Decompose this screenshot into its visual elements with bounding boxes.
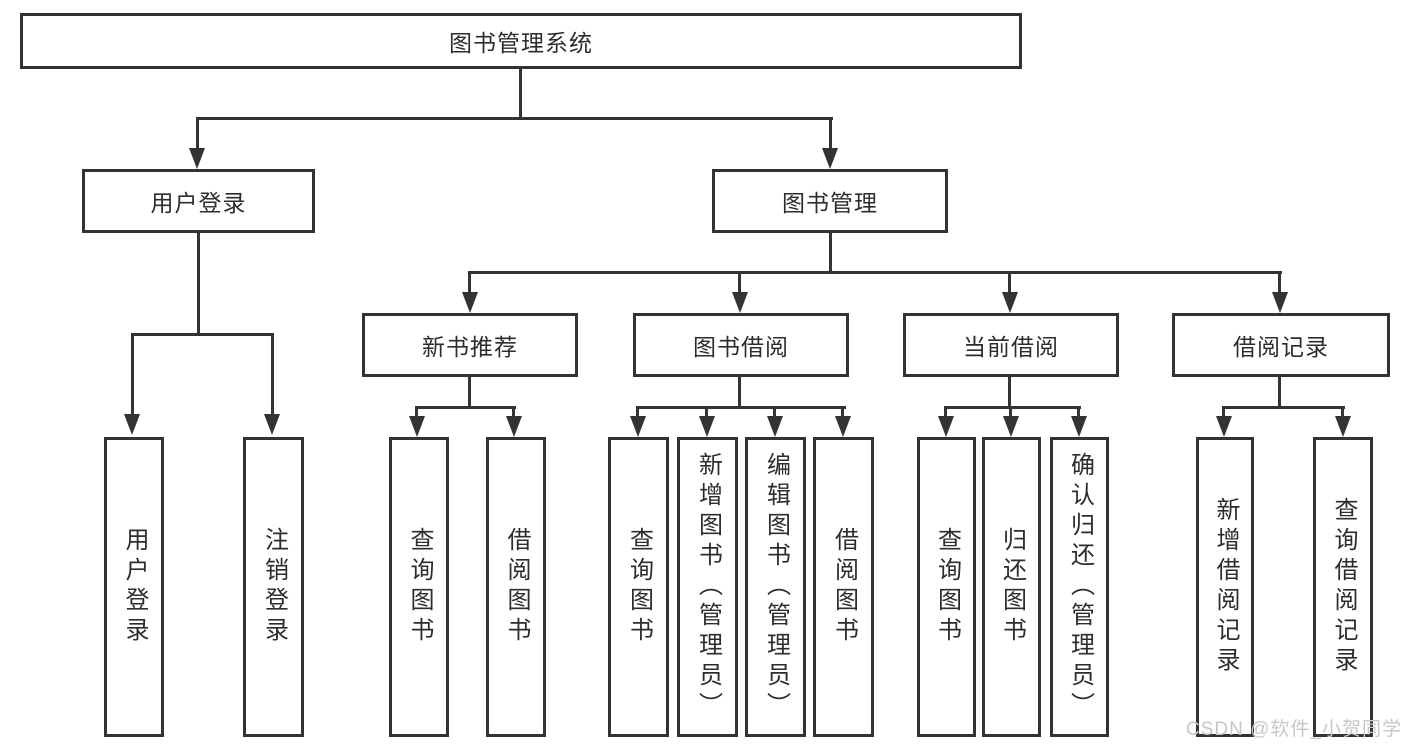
arrow-down-icon [1071,416,1087,437]
connector-drop-current-borrow [1008,271,1011,293]
leaf-current-return-book: 归还图书 [982,437,1041,737]
leaf-borrow-query-book-label: 查询图书 [625,527,653,647]
csdn-watermark: CSDN @软件_小贺同学 [1186,719,1402,740]
node-book-management: 图书管理 [712,169,948,233]
leaf-current-return-book-label: 归还图书 [998,527,1026,647]
arrow-down-icon [462,292,478,313]
node-root-label: 图书管理系统 [449,30,593,56]
leaf-borrow-add-book-admin-label: 新增图书（管理员） [694,452,722,722]
connector-drop [1077,406,1080,417]
leaf-newbook-query-book: 查询图书 [389,437,449,737]
node-current-borrow-label: 当前借阅 [963,334,1059,360]
connector-borrow-record-stem [1278,377,1281,409]
leaf-current-query-book-label: 查询图书 [933,527,961,647]
arrow-down-icon [767,416,783,437]
arrow-down-icon [822,148,838,169]
arrow-down-icon [409,416,425,437]
connector-book-borrow-stem [738,377,741,409]
connector-drop-user-login [196,117,199,150]
leaf-borrow-borrow-book-label: 借阅图书 [830,527,858,647]
node-user-login: 用户登录 [82,169,315,233]
node-current-borrow: 当前借阅 [903,313,1119,377]
leaf-user-login: 用户登录 [104,437,164,737]
connector-drop [773,406,776,417]
connector-user-login-rail [131,333,274,336]
leaf-record-add-record: 新增借阅记录 [1196,437,1254,737]
connector-drop [1222,406,1225,417]
connector-drop-new-book [468,271,471,293]
arrow-down-icon [835,416,851,437]
leaf-logout: 注销登录 [243,437,304,737]
node-book-management-label: 图书管理 [782,190,878,216]
arrow-down-icon [699,416,715,437]
arrow-down-icon [1216,416,1232,437]
leaf-current-query-book: 查询图书 [917,437,976,737]
connector-drop-book-management [829,117,832,150]
leaf-record-query-record: 查询借阅记录 [1313,437,1373,737]
connector-current-borrow-rail [944,406,1081,409]
connector-drop-borrow-record [1278,271,1281,293]
connector-drop [841,406,844,417]
leaf-newbook-borrow-book-label: 借阅图书 [503,527,530,647]
leaf-current-confirm-return-admin-label: 确认归还（管理员） [1066,452,1094,722]
connector-user-login-stem [197,233,200,336]
leaf-current-confirm-return-admin: 确认归还（管理员） [1050,437,1109,737]
connector-borrow-record-rail [1222,406,1345,409]
connector-drop-book-borrow [738,271,741,293]
leaf-borrow-edit-book-admin-label: 编辑图书（管理员） [762,452,790,722]
arrow-down-icon [506,416,522,437]
leaf-borrow-add-book-admin: 新增图书（管理员） [677,437,738,737]
connector-drop [1009,406,1012,417]
leaf-borrow-edit-book-admin: 编辑图书（管理员） [745,437,806,737]
connector-current-borrow-stem [1008,377,1011,409]
leaf-newbook-borrow-book: 借阅图书 [486,437,546,737]
connector-drop [512,406,515,417]
arrow-down-icon [732,292,748,313]
arrow-down-icon [124,414,140,435]
connector-level3-rail [468,271,1282,274]
leaf-record-query-record-label: 查询借阅记录 [1330,497,1357,677]
connector-new-book-rail [415,406,516,409]
arrow-down-icon [1335,416,1351,437]
connector-drop [944,406,947,417]
node-user-login-label: 用户登录 [150,190,247,216]
connector-new-book-stem [468,377,471,409]
arrow-down-icon [264,414,280,435]
connector-drop [705,406,708,417]
leaf-borrow-query-book: 查询图书 [608,437,669,737]
connector-drop [1341,406,1344,417]
leaf-newbook-query-book-label: 查询图书 [406,527,433,647]
connector-drop-leaf-login [131,333,134,415]
node-book-borrow: 图书借阅 [633,313,849,377]
connector-book-management-stem [829,233,832,274]
node-root: 图书管理系统 [20,13,1022,69]
arrow-down-icon [1003,416,1019,437]
node-borrow-record: 借阅记录 [1172,313,1390,377]
connector-book-borrow-rail [636,406,846,409]
arrow-down-icon [189,148,205,169]
node-borrow-record-label: 借阅记录 [1233,334,1329,360]
arrow-down-icon [938,416,954,437]
arrow-down-icon [1002,292,1018,313]
leaf-logout-label: 注销登录 [260,527,288,647]
arrow-down-icon [630,416,646,437]
connector-drop [415,406,418,417]
node-new-book-recommend-label: 新书推荐 [422,334,518,360]
leaf-user-login-label: 用户登录 [121,527,148,647]
connector-root-stem [519,69,522,119]
connector-drop [636,406,639,417]
node-new-book-recommend: 新书推荐 [362,313,578,377]
connector-level2-rail [196,117,833,120]
leaf-record-add-record-label: 新增借阅记录 [1212,497,1239,677]
connector-drop-leaf-logout [271,333,274,415]
leaf-borrow-borrow-book: 借阅图书 [813,437,874,737]
node-book-borrow-label: 图书借阅 [693,334,789,360]
arrow-down-icon [1272,292,1288,313]
